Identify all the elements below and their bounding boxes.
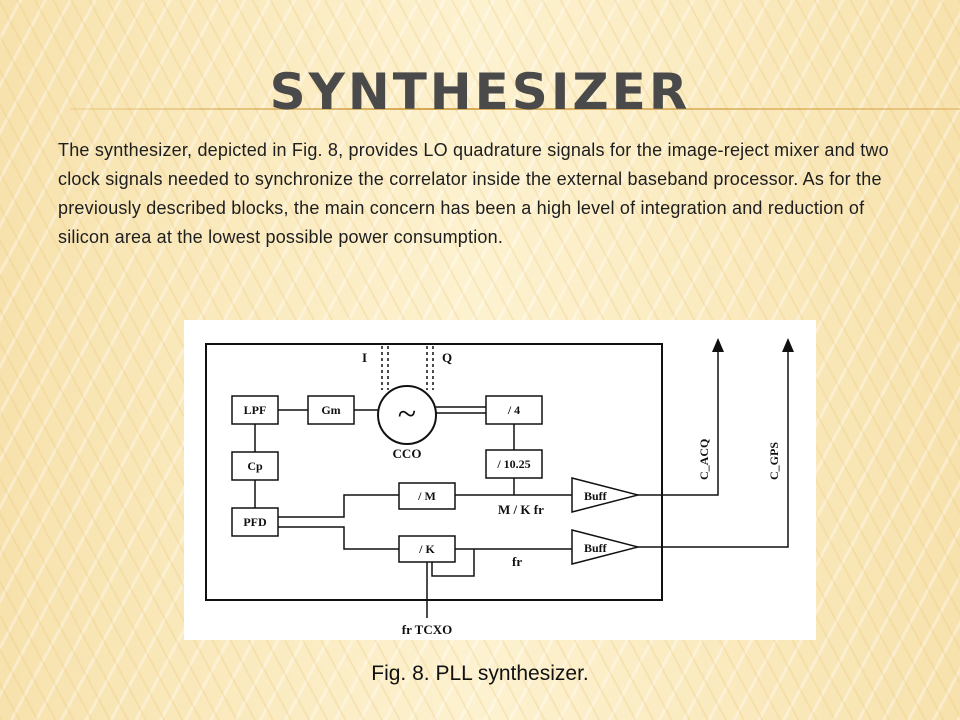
label-i: I — [362, 350, 367, 365]
buffer-1-label: Buff — [584, 489, 608, 503]
slide-title: SYNTHESIZER — [269, 63, 691, 121]
block-div1025-label: / 10.25 — [496, 457, 530, 471]
block-div1025 — [485, 449, 543, 479]
block-lpf — [231, 395, 279, 425]
block-gm — [307, 395, 355, 425]
title-underline — [70, 108, 960, 110]
label-mk-fr: M / K fr — [498, 502, 544, 517]
figure-caption: Fig. 8. PLL synthesizer. — [371, 662, 589, 685]
buffer-2-label: Buff — [584, 541, 608, 555]
arrow-c-gps — [782, 338, 794, 352]
block-divm — [398, 482, 456, 510]
block-div4-label: / 4 — [507, 403, 520, 417]
block-gm-label: Gm — [321, 403, 340, 417]
block-cp-label: Cp — [247, 459, 263, 473]
buffer-2 — [571, 529, 639, 565]
label-tcxo: fr TCXO — [402, 622, 452, 637]
block-divm-label: / M — [417, 489, 436, 503]
pll-diagram: I Q ~ CCO LPF Gm Cp PFD / 4 / 10.25 / M … — [184, 320, 816, 640]
label-c-acq: C_ACQ — [697, 439, 711, 480]
pll-diagram-svg: I Q ~ CCO LPF Gm Cp PFD / 4 / 10.25 / M … — [205, 338, 794, 637]
label-q: Q — [442, 350, 452, 365]
arrow-c-acq — [712, 338, 724, 352]
block-pfd-label: PFD — [243, 515, 267, 529]
label-c-gps: C_GPS — [767, 442, 781, 480]
chip-boundary — [205, 343, 663, 601]
signal-wires — [254, 348, 789, 618]
cco-circle — [377, 385, 437, 445]
label-fr: fr — [512, 554, 522, 569]
block-divk-label: / K — [418, 542, 435, 556]
cco-symbol: ~ — [398, 396, 416, 433]
iq-lines — [381, 346, 434, 390]
label-cco: CCO — [393, 446, 422, 461]
block-lpf-label: LPF — [244, 403, 267, 417]
body-paragraph: The synthesizer, depicted in Fig. 8, pro… — [58, 140, 889, 247]
